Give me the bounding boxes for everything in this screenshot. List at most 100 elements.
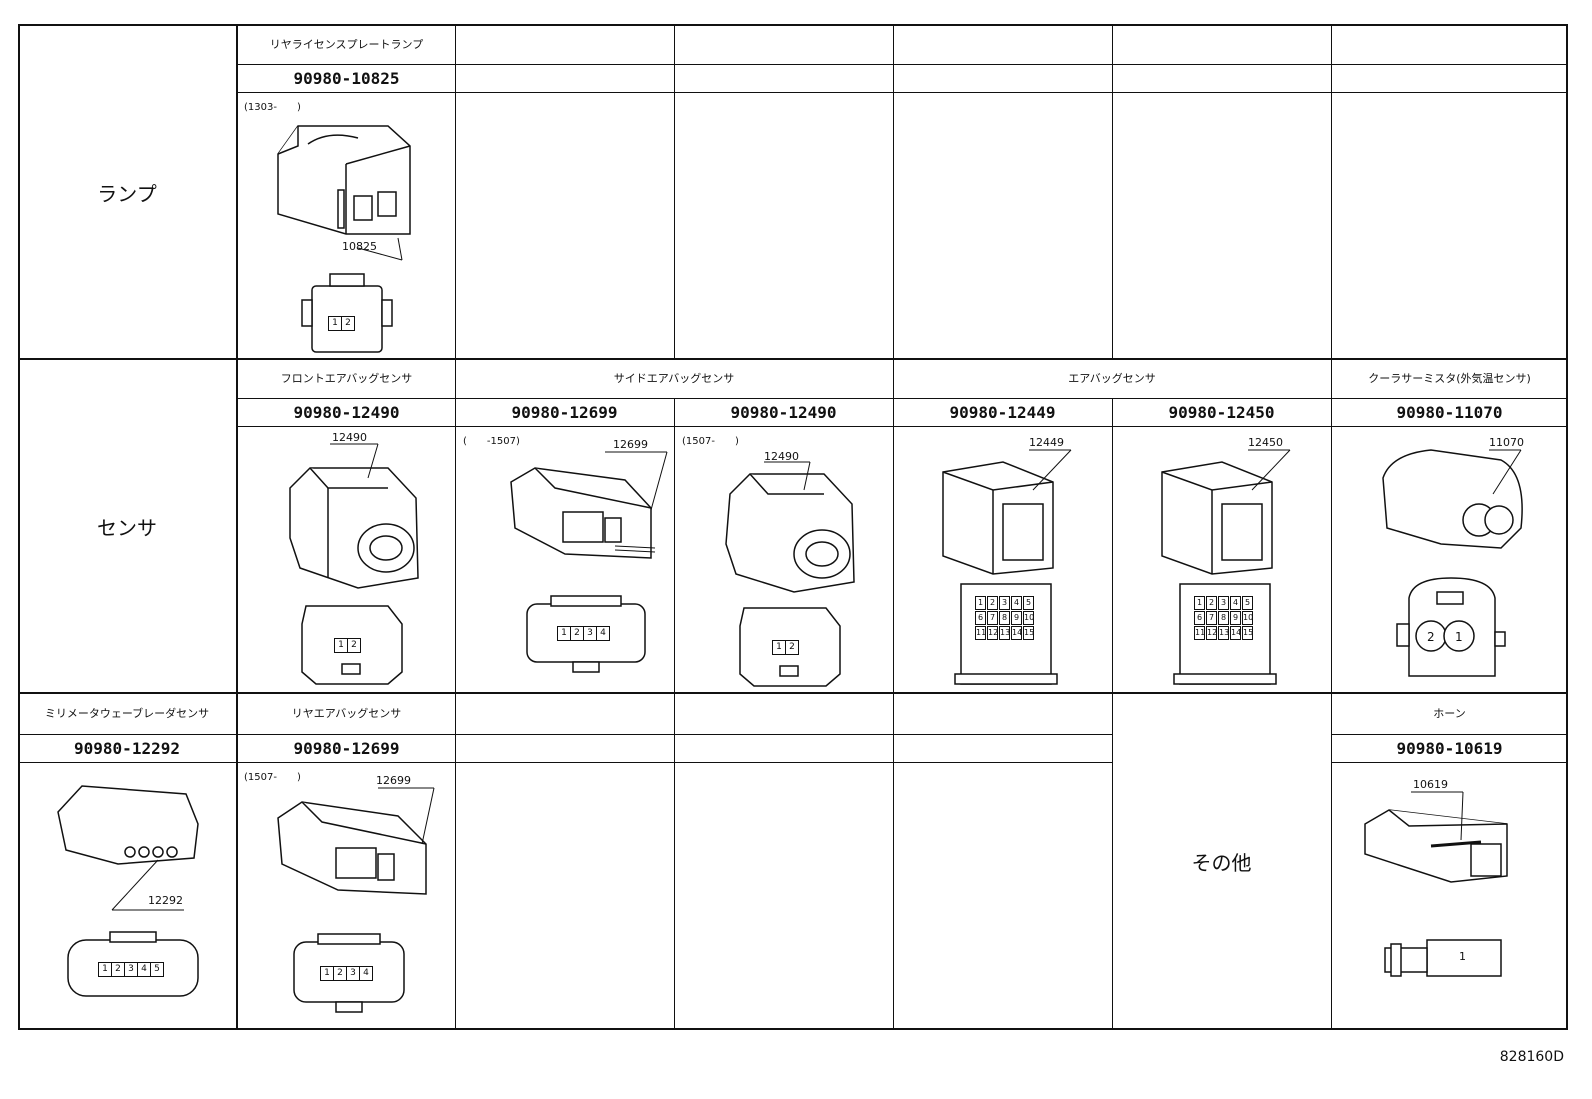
connector-note: ( -1507) [463, 436, 520, 447]
pin: 15 [1023, 626, 1034, 640]
pin: 1 [773, 641, 786, 654]
mmwave-radar-sensor-illustration: 12292 1 2 3 4 5 [18, 764, 236, 1028]
pin-layout: 1 2 3 4 5 6 7 8 9 10 11 12 13 14 15 [975, 596, 1034, 640]
pin: 1 [975, 596, 986, 610]
rear-airbag-sensor-name: リヤエアバッグセンサ [291, 707, 402, 720]
other-part-number: 90980-12699 [293, 738, 400, 758]
pin: 1 [1455, 630, 1463, 644]
lamp-code: 10825 [342, 240, 377, 253]
pin: 4 [1011, 596, 1022, 610]
pin: 1 [1459, 950, 1466, 963]
pin: 1 [335, 639, 348, 652]
pin: 7 [987, 611, 998, 625]
pin: 11 [975, 626, 986, 640]
sensor-part-number: 90980-12490 [730, 402, 837, 422]
connector-code: 12699 [613, 438, 648, 451]
sensor-category-label: センサ [97, 515, 157, 540]
pin-layout: 1 2 3 4 [320, 966, 373, 981]
connector-code: 12699 [376, 774, 411, 787]
connector-icon [510, 451, 668, 673]
pin: 2 [1206, 596, 1217, 610]
pin: 1 [1194, 596, 1205, 610]
pin: 6 [1194, 611, 1205, 625]
pin: 13 [999, 626, 1010, 640]
lamp-part-name: リヤライセンスプレートランプ [269, 38, 424, 51]
cooler-thermistor-name: クーラサーミスタ(外気温センサ) [1368, 372, 1531, 385]
connector-code: 12292 [148, 894, 183, 907]
pin: 3 [347, 967, 360, 980]
pin: 14 [1230, 626, 1241, 640]
connector-icon [277, 787, 435, 1013]
connector-icon [1382, 449, 1523, 677]
pin-layout: 1 2 3 4 5 6 7 8 9 10 11 12 13 14 15 [1194, 596, 1253, 640]
connector-code: 12450 [1248, 436, 1283, 449]
mmwave-radar-sensor-name: ミリメータウェーブレーダセンサ [44, 707, 210, 720]
pin: 4 [138, 963, 151, 976]
pin: 15 [1242, 626, 1253, 640]
pin: 12 [987, 626, 998, 640]
pin: 7 [1206, 611, 1217, 625]
cooler-thermistor-illustration: 11070 2 1 [1331, 428, 1568, 692]
pin: 2 [571, 627, 584, 640]
pin: 1 [321, 967, 334, 980]
rear-airbag-sensor-illustration: (1507- ) 12699 1 2 3 4 [238, 764, 455, 1028]
pin: 3 [125, 963, 138, 976]
pin: 10 [1023, 611, 1034, 625]
pin: 4 [600, 628, 606, 638]
pin: 10 [1242, 611, 1253, 625]
connector-icon [725, 461, 855, 687]
pin: 2 [987, 596, 998, 610]
pin: 2 [789, 642, 795, 652]
other-section [18, 692, 1568, 1030]
sensor-part-number: 90980-12699 [511, 402, 618, 422]
other-part-number: 90980-12292 [74, 738, 180, 758]
lamp-part-number: 90980-10825 [293, 68, 400, 88]
pin: 2 [1427, 630, 1435, 644]
airbag-sensor-illustration: 12450 1 2 3 4 5 6 7 8 9 10 11 12 13 14 1… [1112, 428, 1331, 692]
pin: 11 [1194, 626, 1205, 640]
lamp-note: (1303- ) [244, 102, 301, 113]
horn-name: ホーン [1433, 707, 1466, 720]
lamp-connector-icon [277, 125, 411, 353]
connector-icon [1161, 449, 1291, 685]
horn-illustration: 10619 1 [1331, 764, 1568, 1028]
pin: 1 [329, 317, 342, 330]
airbag-sensor-name: エアバッグセンサ [1068, 372, 1156, 385]
connector-code: 11070 [1489, 436, 1524, 449]
pin: 5 [1023, 596, 1034, 610]
pin: 2 [351, 640, 357, 650]
lamp-connector-illustration: (1303- ) 10825 1 2 [238, 94, 455, 358]
connector-code: 12449 [1029, 436, 1064, 449]
connector-icon [1364, 791, 1508, 977]
lamp-pin-layout: 1 2 [328, 316, 355, 331]
connector-sheet: ランプ リヤライセンスプレートランプ 90980-10825 (1303- ) [18, 24, 1568, 1046]
pin: 5 [1242, 596, 1253, 610]
pin: 8 [999, 611, 1010, 625]
pin-layout: 1 2 [334, 638, 361, 653]
pin: 13 [1218, 626, 1229, 640]
pin: 12 [1206, 626, 1217, 640]
front-airbag-sensor-illustration: 12490 1 2 [238, 428, 455, 692]
airbag-sensor-illustration: 12449 1 2 3 4 5 6 7 8 9 10 11 12 13 14 1… [893, 428, 1112, 692]
connector-icon [942, 449, 1072, 685]
pin: 14 [1011, 626, 1022, 640]
connector-code: 12490 [332, 431, 367, 444]
pin-layout: 1 2 3 4 [557, 626, 610, 641]
pin: 3 [1218, 596, 1229, 610]
pin: 1 [558, 627, 571, 640]
pin: 4 [363, 968, 369, 978]
side-airbag-sensor-name: サイドエアバッグセンサ [613, 372, 735, 385]
other-category-label: その他 [1191, 850, 1252, 875]
pin: 2 [334, 967, 347, 980]
connector-code: 10619 [1413, 778, 1448, 791]
pin: 6 [975, 611, 986, 625]
pin: 3 [584, 627, 597, 640]
connector-code: 12490 [764, 450, 799, 463]
pin: 2 [345, 318, 351, 328]
connector-icon [289, 443, 419, 685]
pin: 9 [1230, 611, 1241, 625]
other-part-number: 90980-10619 [1396, 738, 1503, 758]
pin: 8 [1218, 611, 1229, 625]
pin: 2 [112, 963, 125, 976]
lamp-category-label: ランプ [97, 181, 157, 206]
